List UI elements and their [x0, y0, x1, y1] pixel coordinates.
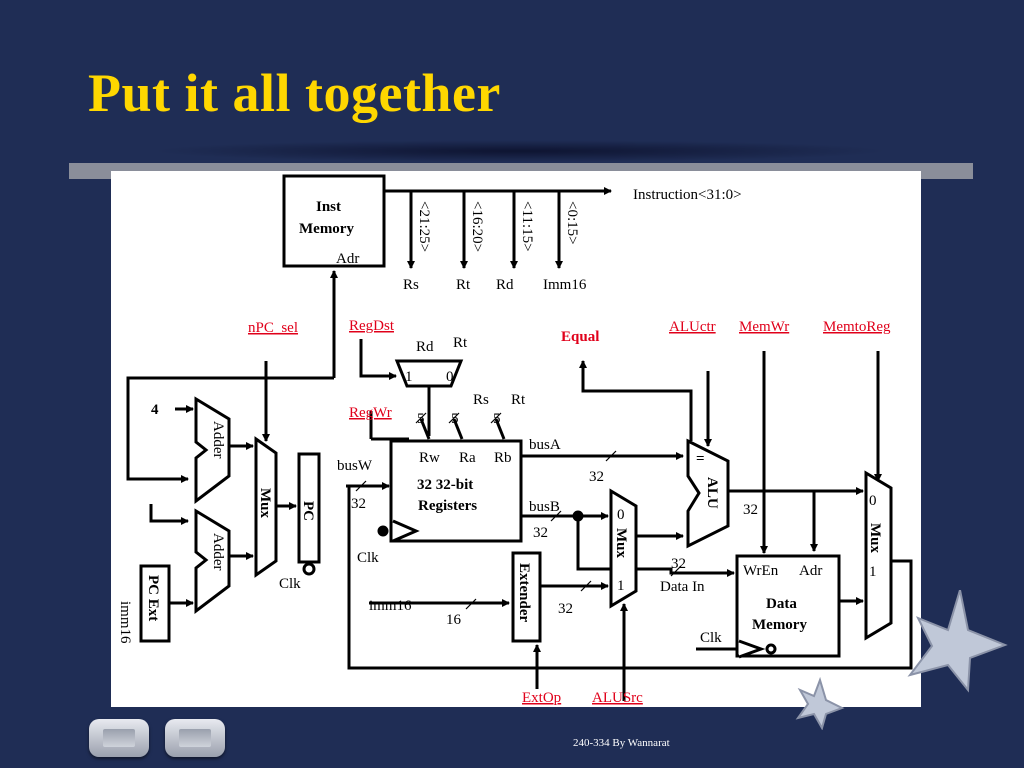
adr-label: Adr	[336, 251, 359, 267]
mtr-0: 0	[869, 493, 877, 509]
alu	[686, 438, 730, 549]
adder-bottom	[194, 508, 231, 615]
ctrl-regwr: RegWr	[349, 405, 392, 421]
out-rd: Rd	[496, 277, 514, 293]
inst-memory-label-2: Memory	[299, 221, 354, 237]
adder-bottom-label: Adder	[210, 533, 226, 571]
register-file	[389, 439, 523, 543]
slide-footer: 240-334 By Wannarat	[573, 737, 670, 749]
pc-label: PC	[300, 501, 316, 521]
alu-eq: =	[696, 451, 705, 467]
alu-label: ALU	[704, 477, 720, 509]
rf-rw: Rw	[419, 450, 440, 466]
inst-memory-block	[282, 174, 386, 268]
slide-title: Put it all together	[88, 63, 501, 123]
alusrc-1: 1	[617, 578, 625, 594]
const-4: 4	[151, 402, 159, 418]
memtoreg-mux	[864, 470, 893, 641]
pc-ext-block	[139, 564, 171, 643]
ctrl-memtoreg: MemtoReg	[823, 319, 891, 335]
aluout-32: 32	[743, 502, 758, 518]
ctrl-aluctr: ALUctr	[669, 319, 716, 335]
inst-memory-label-1: Inst	[316, 199, 341, 215]
alusrc-mux-label: Mux	[613, 528, 629, 559]
ctrl-alusrc: ALUSrc	[592, 690, 643, 706]
data-in-label: Data In	[660, 579, 705, 595]
dm-adr-label: Adr	[799, 563, 822, 579]
regfile-label-2: Registers	[418, 498, 477, 514]
pc-register	[297, 452, 321, 564]
out-rs: Rs	[403, 277, 419, 293]
alusrc-0: 0	[617, 507, 625, 523]
rf-rb: Rb	[494, 450, 512, 466]
pc-mux-label: Mux	[257, 488, 273, 519]
alusrc-mux	[609, 488, 638, 609]
regfile-label-1: 32 32-bit	[417, 477, 473, 493]
adder-top-label: Adder	[210, 421, 226, 459]
ctrl-equal: Equal	[561, 329, 599, 345]
pc-clk-label: Clk	[279, 576, 301, 592]
field-21-25: <21:25>	[416, 201, 432, 252]
busa-label: busA	[529, 437, 561, 453]
datapath-diagram: Inst Memory Adr Instruction<31:0> <21:25…	[111, 171, 921, 707]
extender-block	[511, 551, 542, 643]
field-11-15: <11:15>	[519, 201, 535, 252]
data-memory-label-1: Data	[766, 596, 797, 612]
rf-ra: Ra	[459, 450, 476, 466]
regdst-1: 1	[405, 369, 413, 385]
next-arrow-icon	[179, 729, 211, 747]
imm16-width: 16	[446, 612, 462, 628]
pc-ext-label: PC Ext	[145, 575, 161, 621]
field-16-20: <16:20>	[469, 201, 485, 252]
data-memory-label-2: Memory	[752, 617, 807, 633]
star-decoration-icon	[795, 590, 1008, 730]
out-rt: Rt	[456, 277, 471, 293]
prev-arrow-icon	[103, 729, 135, 747]
field-0-15: <0:15>	[564, 201, 580, 245]
ctrl-extop: ExtOp	[522, 690, 561, 706]
w5-rb: 5	[493, 411, 501, 427]
busw-32: 32	[351, 496, 366, 512]
pc-mux	[254, 436, 278, 578]
previous-slide-button[interactable]	[89, 719, 149, 757]
rt-in: Rt	[511, 392, 526, 408]
imm16-label: imm16	[369, 598, 412, 614]
ctrl-regdst: RegDst	[349, 318, 395, 334]
rs-in: Rs	[473, 392, 489, 408]
rf-clk-label: Clk	[357, 550, 379, 566]
extender-label: Extender	[516, 563, 532, 623]
w5-rw: 5	[417, 411, 425, 427]
adder-top	[194, 396, 231, 505]
ctrl-memwr: MemWr	[739, 319, 789, 335]
busb-label: busB	[529, 499, 560, 515]
w5-ra: 5	[451, 411, 459, 427]
next-slide-button[interactable]	[165, 719, 225, 757]
busb-32: 32	[533, 525, 548, 541]
busa-32: 32	[589, 469, 604, 485]
regdst-rt: Rt	[453, 335, 468, 351]
regdst-mux	[394, 359, 464, 388]
instruction-label: Instruction<31:0>	[633, 187, 742, 203]
title-shadow	[150, 140, 890, 162]
ext-32: 32	[558, 601, 573, 617]
wren-label: WrEn	[743, 563, 779, 579]
mtr-mux-label: Mux	[867, 523, 883, 554]
busw-label: busW	[337, 458, 373, 474]
mtr-1: 1	[869, 564, 877, 580]
regdst-rd: Rd	[416, 339, 434, 355]
pc-imm16-label: imm16	[117, 601, 133, 644]
data-memory	[735, 554, 841, 658]
ctrl-npc-sel: nPC_sel	[248, 320, 298, 336]
out-imm16: Imm16	[543, 277, 587, 293]
dm-clk-label: Clk	[700, 630, 722, 646]
datain-32: 32	[671, 556, 686, 572]
regdst-0: 0	[446, 369, 454, 385]
